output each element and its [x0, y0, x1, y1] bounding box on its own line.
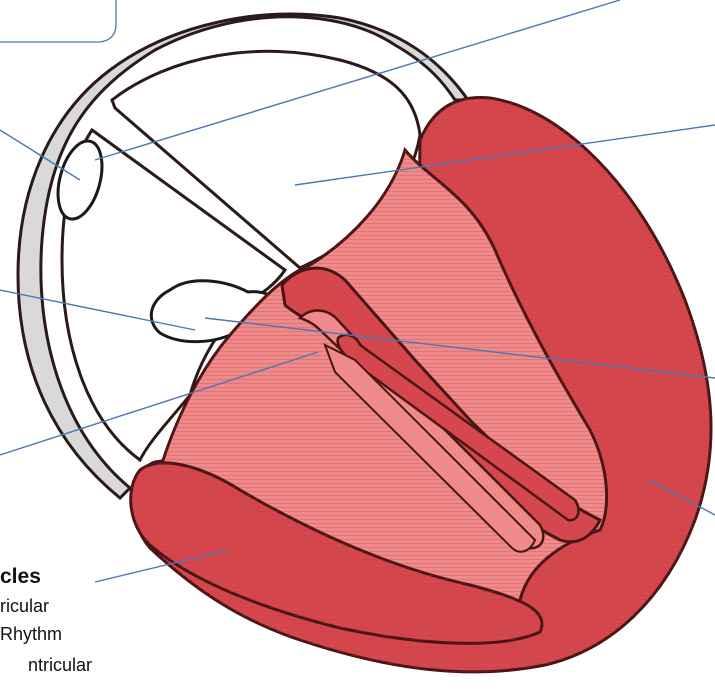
- cropped-callout-bracket: [0, 0, 116, 42]
- cutoff-text: ntricular: [28, 655, 92, 676]
- ventricles-heading: cles: [0, 565, 41, 589]
- rhythm-text: Rhythm: [0, 624, 62, 645]
- ventricular-text: ricular: [0, 596, 49, 617]
